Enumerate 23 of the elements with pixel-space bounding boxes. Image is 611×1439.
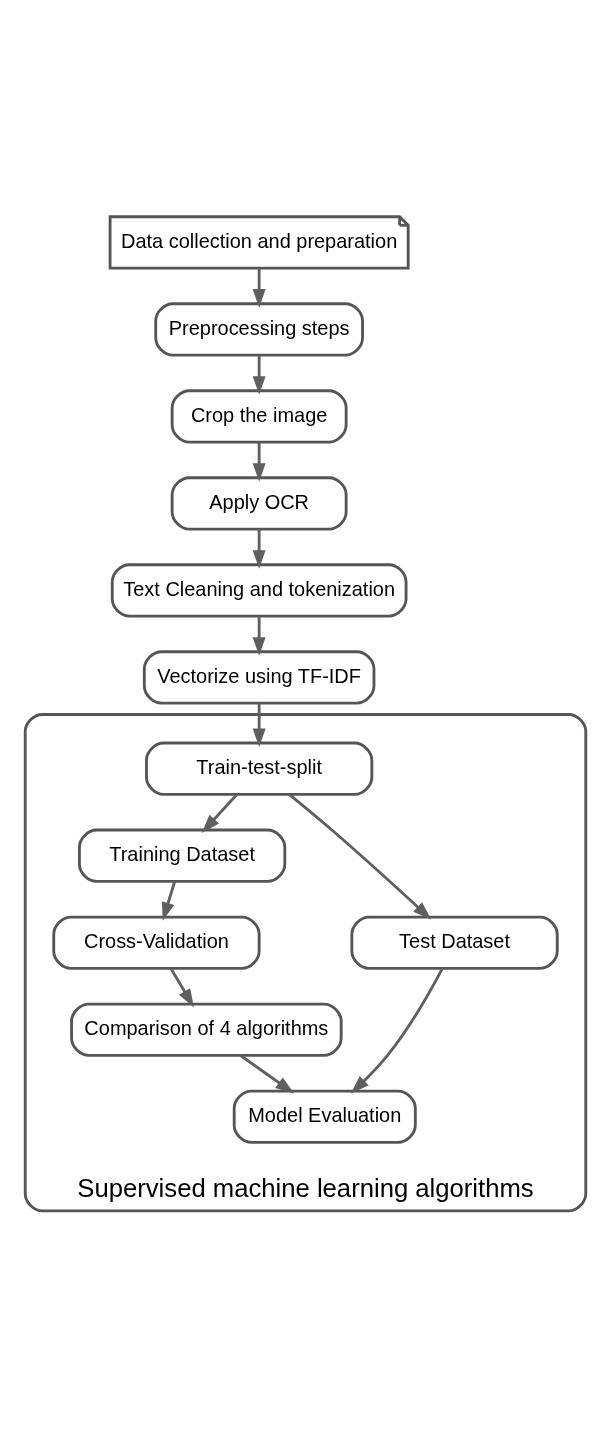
node-box: Vectorize using TF-IDF <box>142 650 376 705</box>
arrow <box>252 529 266 569</box>
node-box: Test Dataset <box>350 915 559 970</box>
arrow <box>252 703 266 748</box>
node-box: Training Dataset <box>78 828 287 883</box>
node-box: Cross-Validation <box>52 915 261 970</box>
arrow <box>252 355 266 395</box>
node-box: Apply OCR <box>170 476 348 531</box>
node-box: Preprocessing steps <box>154 302 364 357</box>
node-box: Model Evaluation <box>232 1089 417 1144</box>
node-box: Crop the image <box>170 389 348 444</box>
node-box: Comparison of 4 algorithms <box>70 1002 343 1057</box>
node-box: Train-test-split <box>145 741 374 796</box>
arrow <box>252 442 266 482</box>
arrow <box>252 616 266 656</box>
arrow <box>161 881 177 921</box>
node-box: Text Cleaning and tokenization <box>110 563 408 618</box>
arrow <box>239 1054 295 1094</box>
arrow <box>288 793 432 920</box>
arrow <box>350 968 444 1094</box>
arrow <box>252 268 266 308</box>
arrow <box>169 967 194 1008</box>
arrow <box>201 793 238 833</box>
